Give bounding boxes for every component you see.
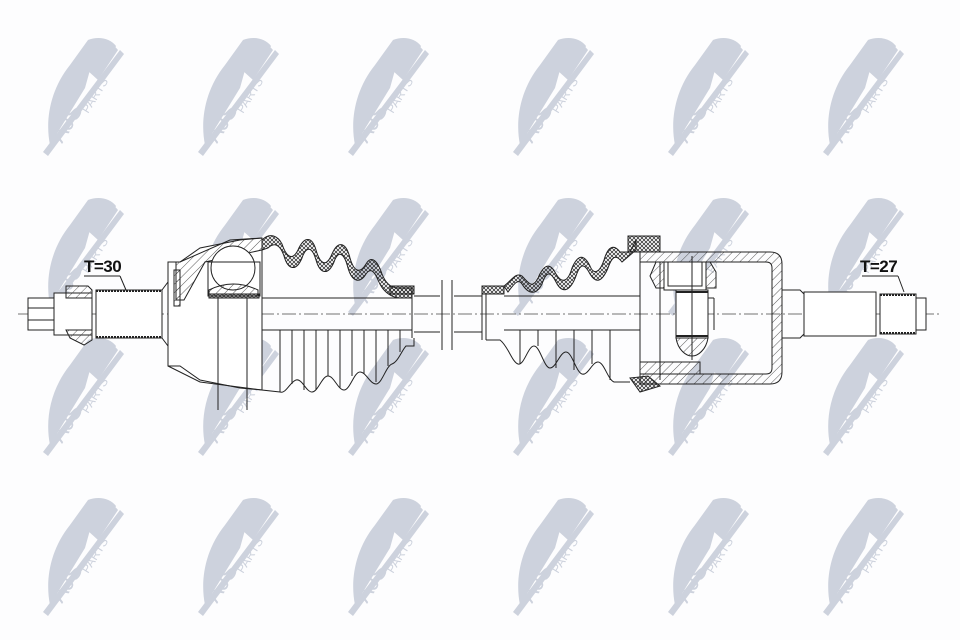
intermediate-shaft (262, 280, 505, 350)
ajs-parts-watermark (198, 38, 279, 156)
ajs-parts-watermark (668, 338, 749, 456)
right-spline-label: T=27 (860, 257, 897, 276)
ajs-parts-watermark (668, 38, 749, 156)
ajs-parts-watermark (823, 498, 904, 616)
ajs-parts-watermark (43, 38, 124, 156)
ajs-parts-watermark (348, 498, 429, 616)
ajs-parts-watermark (43, 498, 124, 616)
ajs-parts-watermark (823, 38, 904, 156)
shaft-assembly (27, 235, 927, 410)
ajs-parts-watermark (823, 338, 904, 456)
outer-cv-joint (167, 237, 263, 410)
left-spline-callout (84, 275, 127, 291)
outer-stub-shaft (27, 280, 169, 348)
ajs-parts-watermark (668, 498, 749, 616)
right-spline-callout (862, 275, 905, 293)
ajs-parts-watermark (43, 338, 124, 456)
inner-tripod-joint (639, 251, 783, 385)
ajs-parts-watermark (513, 38, 594, 156)
ajs-parts-watermark (513, 498, 594, 616)
ajs-parts-watermark (513, 338, 594, 456)
left-spline-label: T=30 (84, 257, 121, 276)
inner-stub-shaft (782, 289, 927, 339)
ajs-parts-watermark (198, 498, 279, 616)
ajs-parts-watermark (348, 38, 429, 156)
